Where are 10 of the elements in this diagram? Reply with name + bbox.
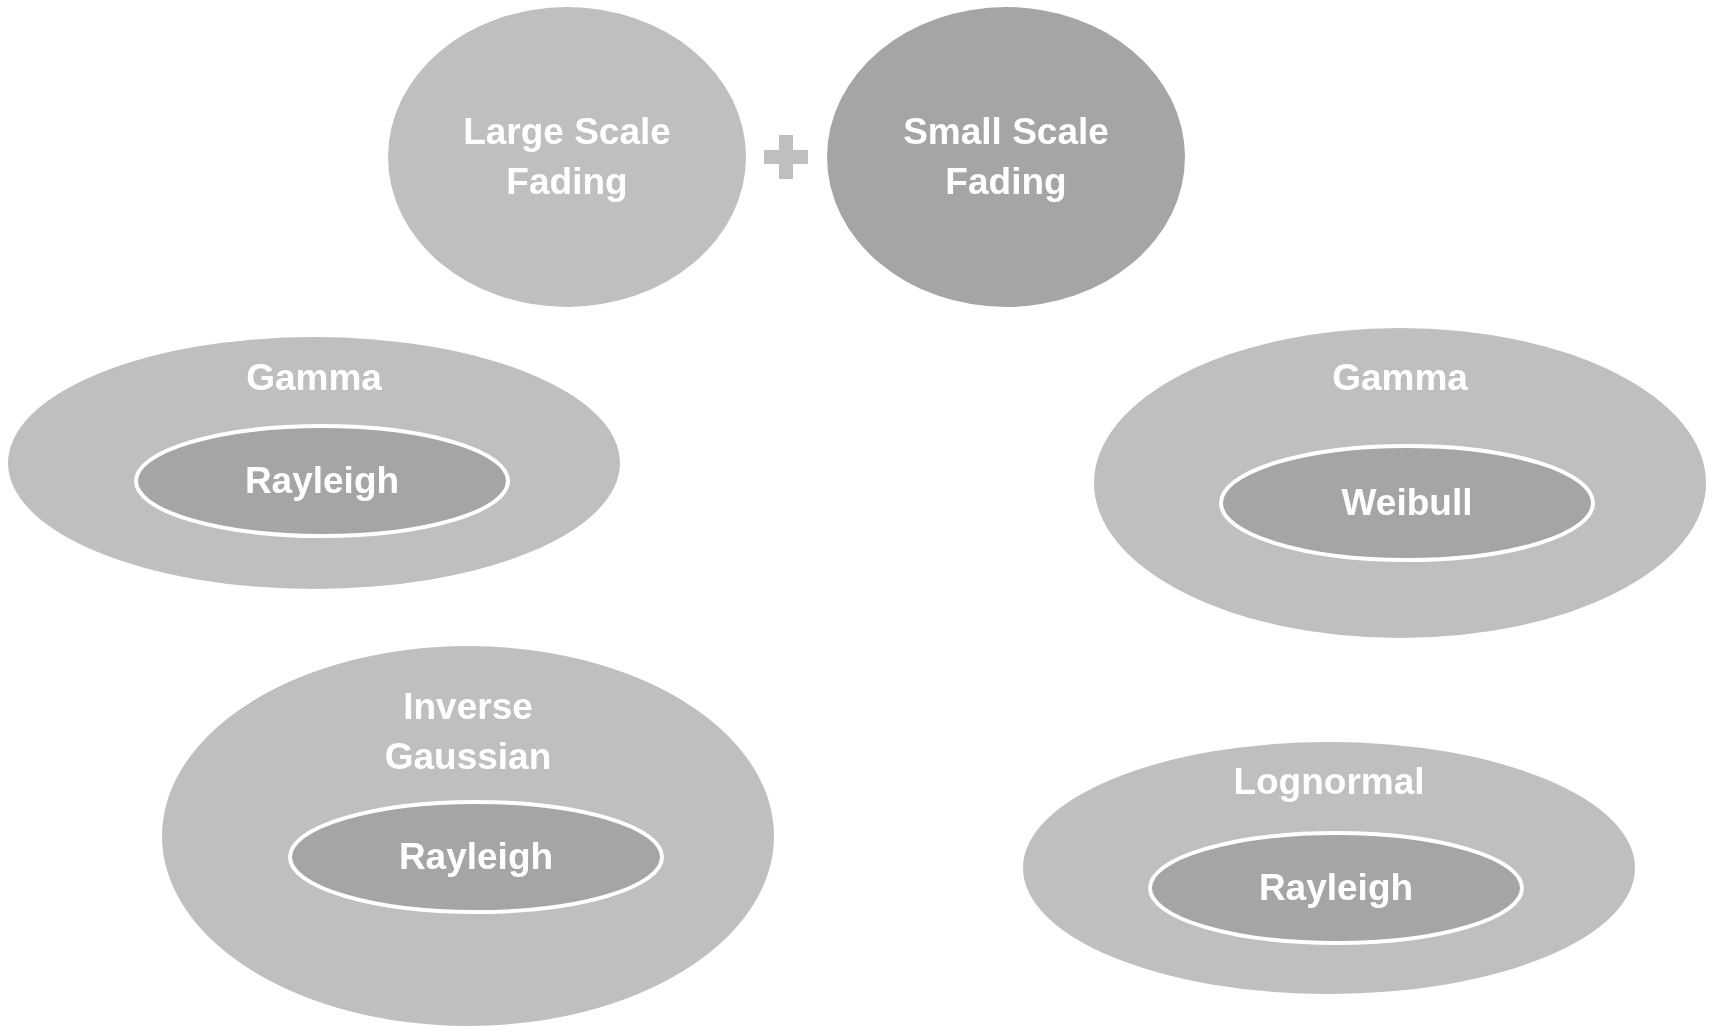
node-label: Rayleigh <box>398 835 554 879</box>
node-label: Rayleigh <box>244 459 400 503</box>
node-label: Weibull <box>1341 481 1473 525</box>
node-label: Gamma <box>246 356 382 400</box>
node-label: Gamma <box>1332 356 1468 400</box>
node-label: Rayleigh <box>1258 866 1414 910</box>
node-label: Lognormal <box>1233 760 1425 804</box>
node-label: Large Scale Fading <box>462 110 672 204</box>
node-label: Small Scale Fading <box>902 110 1110 204</box>
node-label: Inverse Gaussian <box>383 685 553 779</box>
